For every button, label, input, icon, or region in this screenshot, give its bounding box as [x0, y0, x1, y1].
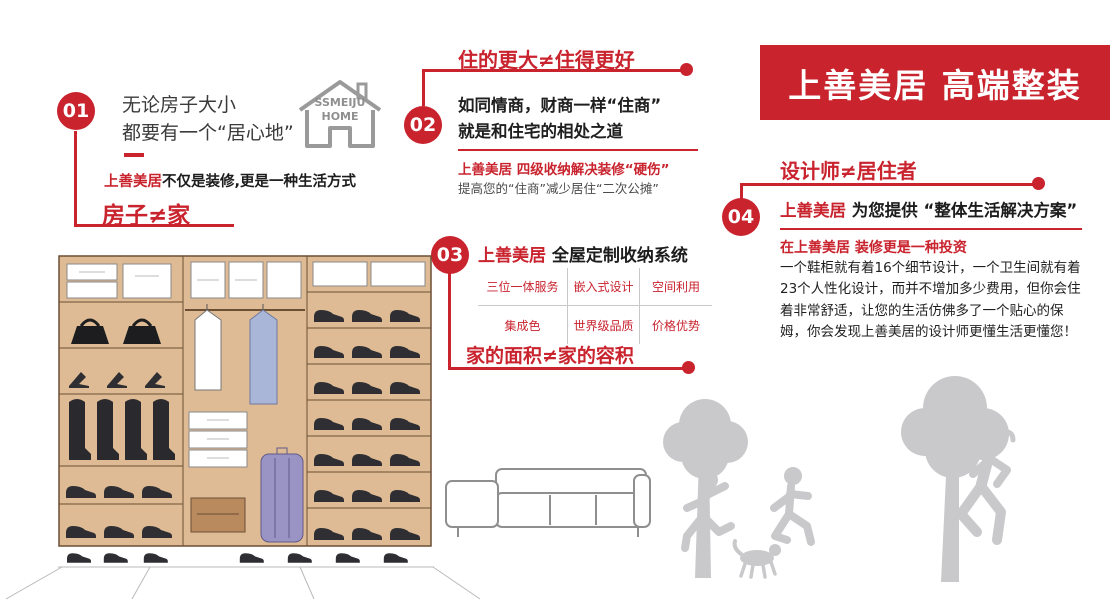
s02-connector-h [422, 69, 684, 72]
logo-text-1: SSMEIJU [315, 96, 366, 109]
s04-connector-h [740, 183, 1038, 186]
s04-paragraph: 一个鞋柜就有着16个细节设计，一个卫生间就有着23个人性化设计，而并不增加多少费… [780, 260, 1081, 340]
s04-sub-red: 在上善美居 装修更是一种投资 [780, 240, 967, 256]
s03-cell: 三位一体服务 [478, 268, 568, 306]
s03-dot [682, 361, 695, 374]
s02-dot [680, 63, 693, 76]
sofa-illustration [445, 468, 651, 537]
s03-feature-grid: 三位一体服务 嵌入式设计 空间利用 集成色 世界级品质 价格优势 [478, 268, 712, 344]
s02-sub-red: 上善美居 四级收纳解决装修“硬伤” [458, 162, 670, 178]
suitcase [260, 447, 304, 543]
s03-cell: 嵌入式设计 [568, 268, 640, 306]
s04-intro-red: 上善美居 [780, 201, 846, 220]
step-01-badge: 01 [57, 92, 95, 130]
s01-line1: 无论房子大小 [122, 94, 237, 116]
hanging-clothes [194, 304, 278, 405]
house-logo-icon: SSMEIJU HOME [298, 80, 382, 148]
s04-connector-v [740, 183, 743, 199]
s04-dot [1032, 177, 1045, 190]
s02-line2: 就是和住宅的相处之道 [458, 122, 623, 141]
running-child-silhouette [770, 467, 815, 546]
s03-title-red: 上善美居 [478, 246, 546, 266]
s01-line2: 都要有一个“居心地” [122, 122, 294, 144]
running-child-silhouette [681, 471, 735, 552]
s04-rule [780, 228, 1082, 230]
brand-banner: 上善美居 高端整装 [760, 45, 1110, 120]
step-04-badge: 04 [722, 198, 760, 236]
jogger-silhouette [956, 428, 1016, 545]
s04-header: 设计师≠居住者 [780, 159, 917, 183]
logo-text-2: HOME [321, 110, 358, 123]
s02-rule [458, 149, 698, 151]
tree-icon [901, 376, 1009, 582]
s01-highlight-black: 不仅是装修,更是一种生活方式 [162, 174, 357, 190]
s01-connector-v [74, 131, 77, 227]
dog-silhouette [732, 539, 781, 579]
s02-line1: 如同情商，财商一样“住商” [458, 96, 662, 115]
banner-title: 上善美居 高端整装 [788, 65, 1082, 105]
s03-cell: 空间利用 [640, 268, 712, 306]
step-02-badge: 02 [404, 106, 442, 144]
s02-text: 如同情商，财商一样“住商” 就是和住宅的相处之道 [458, 93, 661, 145]
s02-sub-gray: 提高您的“住商”减少居住“二次公摊” [458, 181, 659, 196]
s03-connector-h [448, 367, 688, 370]
bench [190, 497, 246, 533]
silhouette-scene [663, 376, 1016, 582]
step-03-badge: 03 [431, 236, 469, 274]
s03-connector-v [448, 273, 451, 370]
s04-intro: 上善美居 为您提供 “整体生活解决方案” [780, 197, 1077, 221]
s02-connector-v [422, 69, 425, 106]
s04-intro-rest: 为您提供 “整体生活解决方案” [846, 201, 1078, 220]
s01-text: 无论房子大小 都要有一个“居心地” [122, 91, 294, 147]
s01-highlight: 上善美居不仅是装修,更是一种生活方式 [104, 170, 356, 191]
boots [69, 399, 175, 460]
floor-lines [5, 566, 481, 600]
s01-slogan: 房子≠家 [102, 203, 191, 229]
handbags [71, 318, 161, 344]
wardrobe-illustration [58, 255, 432, 563]
s03-title: 上善美居 全屋定制收纳系统 [478, 241, 688, 266]
s01-dash [124, 153, 144, 157]
s03-slogan: 家的面积≠家的容积 [466, 345, 634, 367]
s02-header: 住的更大≠住得更好 [458, 48, 635, 72]
s03-cell: 集成色 [478, 306, 568, 344]
s01-connector-h [74, 224, 234, 227]
s03-cell: 价格优势 [651, 318, 700, 333]
s03-title-black: 全屋定制收纳系统 [546, 246, 688, 266]
s01-highlight-red: 上善美居 [104, 174, 162, 190]
s03-cell: 世界级品质 [568, 306, 640, 344]
